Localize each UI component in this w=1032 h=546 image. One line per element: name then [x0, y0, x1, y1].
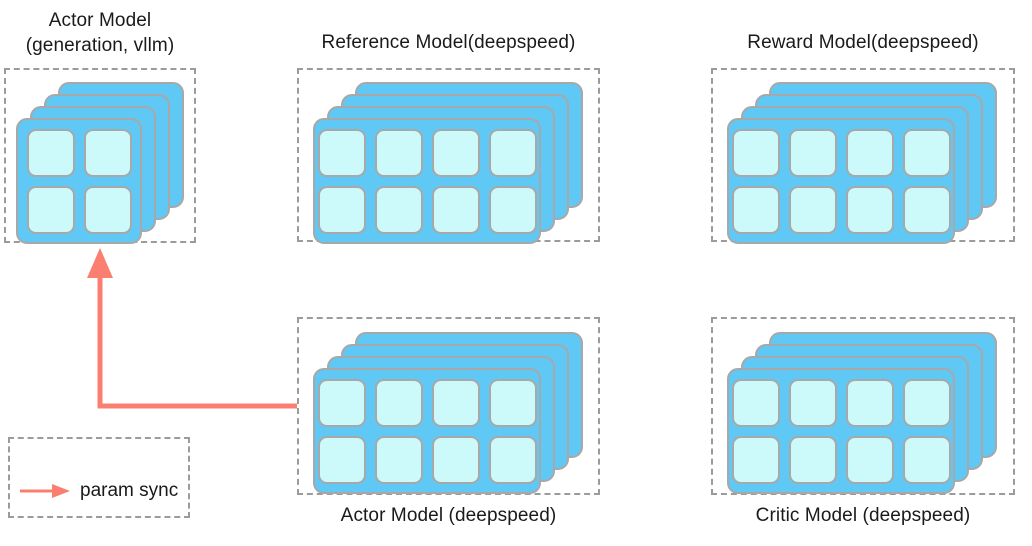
card-cell: [845, 128, 894, 177]
stack-card-front[interactable]: [727, 118, 955, 244]
card-cell: [731, 378, 780, 427]
card-cell: [317, 185, 366, 234]
card-cell: [731, 128, 780, 177]
card-cell: [845, 435, 894, 484]
stack-card-front[interactable]: [313, 118, 541, 244]
card-cell: [845, 378, 894, 427]
card-cell: [731, 185, 780, 234]
card-stack-reward: [713, 70, 1013, 244]
reference-model-title: Reference Model(deepspeed): [321, 32, 576, 53]
critic-model-group[interactable]: [711, 317, 1015, 495]
card-cell: [317, 128, 366, 177]
reference-model-group[interactable]: [297, 68, 600, 244]
card-stack-actor-deepspeed: [299, 319, 598, 494]
card-cell: [488, 435, 537, 484]
card-stack-actor-vllm: [6, 70, 194, 244]
legend-label: param sync: [80, 479, 179, 501]
card-cell: [83, 128, 132, 177]
card-cell: [317, 435, 366, 484]
actor-model-deepspeed-label: Actor Model (deepspeed): [340, 505, 557, 526]
card-cell: [26, 128, 75, 177]
card-cell: [83, 185, 132, 234]
stack-card-front[interactable]: [313, 368, 541, 494]
card-cell: [26, 185, 75, 234]
critic-model-label: Critic Model (deepspeed): [755, 505, 971, 526]
card-cell: [788, 185, 837, 234]
card-cell: [431, 378, 480, 427]
actor-model-deepspeed-group[interactable]: [297, 317, 600, 495]
card-cell: [374, 128, 423, 177]
stack-card-front[interactable]: [727, 368, 955, 494]
card-stack-critic: [713, 319, 1013, 494]
card-cell: [374, 185, 423, 234]
stack-card-front[interactable]: [16, 118, 142, 244]
card-cell: [902, 128, 951, 177]
card-cell: [902, 378, 951, 427]
reward-model-group[interactable]: [711, 68, 1015, 244]
card-cell: [431, 185, 480, 234]
card-cell: [374, 435, 423, 484]
card-cell: [488, 128, 537, 177]
actor-vllm-title: Actor Model (generation, vllm): [25, 10, 175, 56]
card-cell: [731, 435, 780, 484]
card-cell: [845, 185, 894, 234]
card-cell: [431, 128, 480, 177]
card-stack-reference: [299, 70, 598, 244]
actor-model-vllm-group[interactable]: [4, 68, 196, 244]
card-cell: [902, 185, 951, 234]
card-cell: [902, 435, 951, 484]
card-cell: [788, 128, 837, 177]
card-cell: [488, 185, 537, 234]
legend-box: param sync: [8, 437, 190, 518]
card-cell: [317, 378, 366, 427]
card-cell: [488, 378, 537, 427]
card-cell: [788, 435, 837, 484]
reward-model-title: Reward Model(deepspeed): [747, 32, 979, 53]
card-cell: [788, 378, 837, 427]
card-cell: [374, 378, 423, 427]
card-cell: [431, 435, 480, 484]
param-sync-arrow-icon: [20, 483, 70, 498]
